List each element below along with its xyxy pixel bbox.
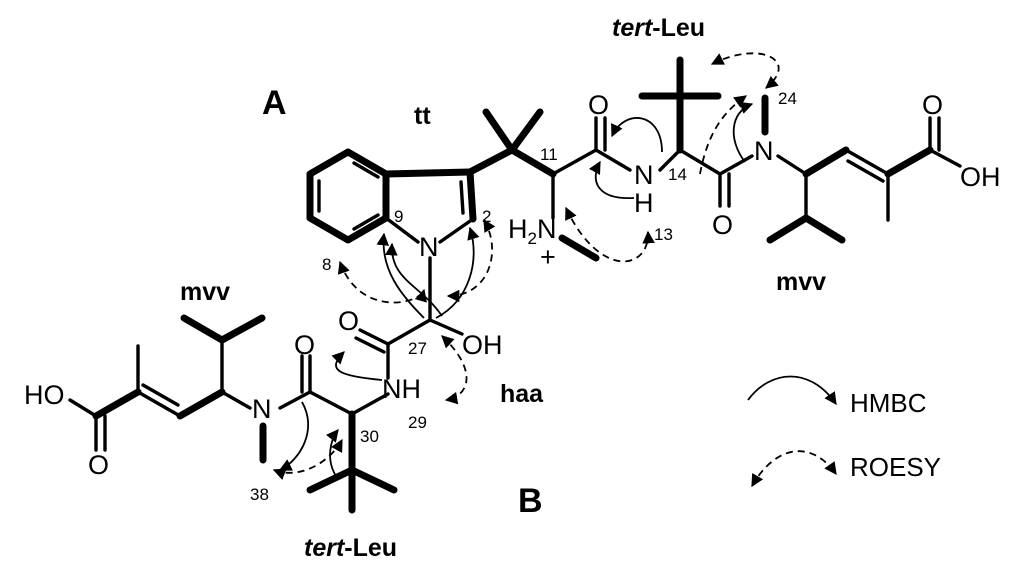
mvv-top — [766, 116, 962, 244]
atom-labels: O N H N O O OH N H2N + O OH NH O N HO O — [24, 90, 1001, 480]
position-number-30: 30 — [360, 427, 379, 446]
haa-residue — [350, 318, 464, 416]
position-number-11: 11 — [540, 145, 558, 164]
residue-label-mvv-bottom: mvv — [180, 278, 230, 306]
position-number-24: 24 — [778, 89, 797, 108]
position-number-29: 29 — [408, 413, 427, 432]
residue-label-mvv-top: mvv — [776, 268, 826, 296]
mvv-bottom — [68, 314, 266, 452]
atom-h2n: H2N — [508, 214, 556, 248]
atom-n-indole: N — [419, 232, 439, 262]
legend: HMBC ROESY — [747, 375, 941, 488]
atom-plus: + — [540, 242, 556, 272]
ring-label-a: A — [262, 84, 287, 122]
hmbc-legend-arrow — [747, 375, 837, 406]
residue-label-tertleu-top: tert-Leu — [612, 14, 705, 42]
ring-label-b: B — [518, 482, 543, 520]
atom-n-methyl-bottom: N — [252, 394, 272, 424]
tertleu-top — [638, 56, 769, 208]
roesy-correlations — [272, 52, 780, 480]
atom-o-acid-bottom: O — [88, 450, 109, 480]
atom-o-amide-bottom: O — [294, 330, 315, 360]
atom-h-amide-top: H — [634, 188, 654, 218]
legend-roesy-label: ROESY — [850, 452, 941, 482]
indole-ring — [306, 146, 516, 322]
atom-oh-haa: OH — [462, 330, 503, 360]
roesy-legend-arrow — [751, 450, 837, 488]
atom-ho-acid-bottom: HO — [24, 380, 65, 410]
atom-n-amide-top: N — [634, 160, 654, 190]
residue-label-tertleu-bottom: tert-Leu — [304, 534, 397, 562]
atom-n-methyl-top: N — [754, 136, 774, 166]
tertleu-bottom — [259, 354, 398, 514]
position-numbers: 2 8 9 11 13 14 24 27 29 30 38 — [250, 89, 797, 504]
position-number-14: 14 — [668, 165, 687, 184]
atom-o-amide-top: O — [588, 90, 609, 120]
position-number-38: 38 — [250, 485, 269, 504]
residue-label-haa: haa — [500, 380, 544, 408]
position-number-27: 27 — [408, 339, 427, 358]
position-number-8: 8 — [322, 255, 331, 274]
atom-nh-29: NH — [382, 374, 421, 404]
legend-hmbc-label: HMBC — [850, 388, 927, 418]
position-number-2: 2 — [482, 207, 491, 226]
residue-label-tt: tt — [414, 102, 431, 130]
atom-oh-acid-top: OH — [960, 162, 1001, 192]
atom-o-acid-top: O — [922, 90, 943, 120]
atom-o-carbonyl-24: O — [712, 210, 733, 240]
position-number-13: 13 — [654, 225, 673, 244]
atom-o-haa: O — [338, 306, 359, 336]
position-number-9: 9 — [394, 207, 403, 226]
